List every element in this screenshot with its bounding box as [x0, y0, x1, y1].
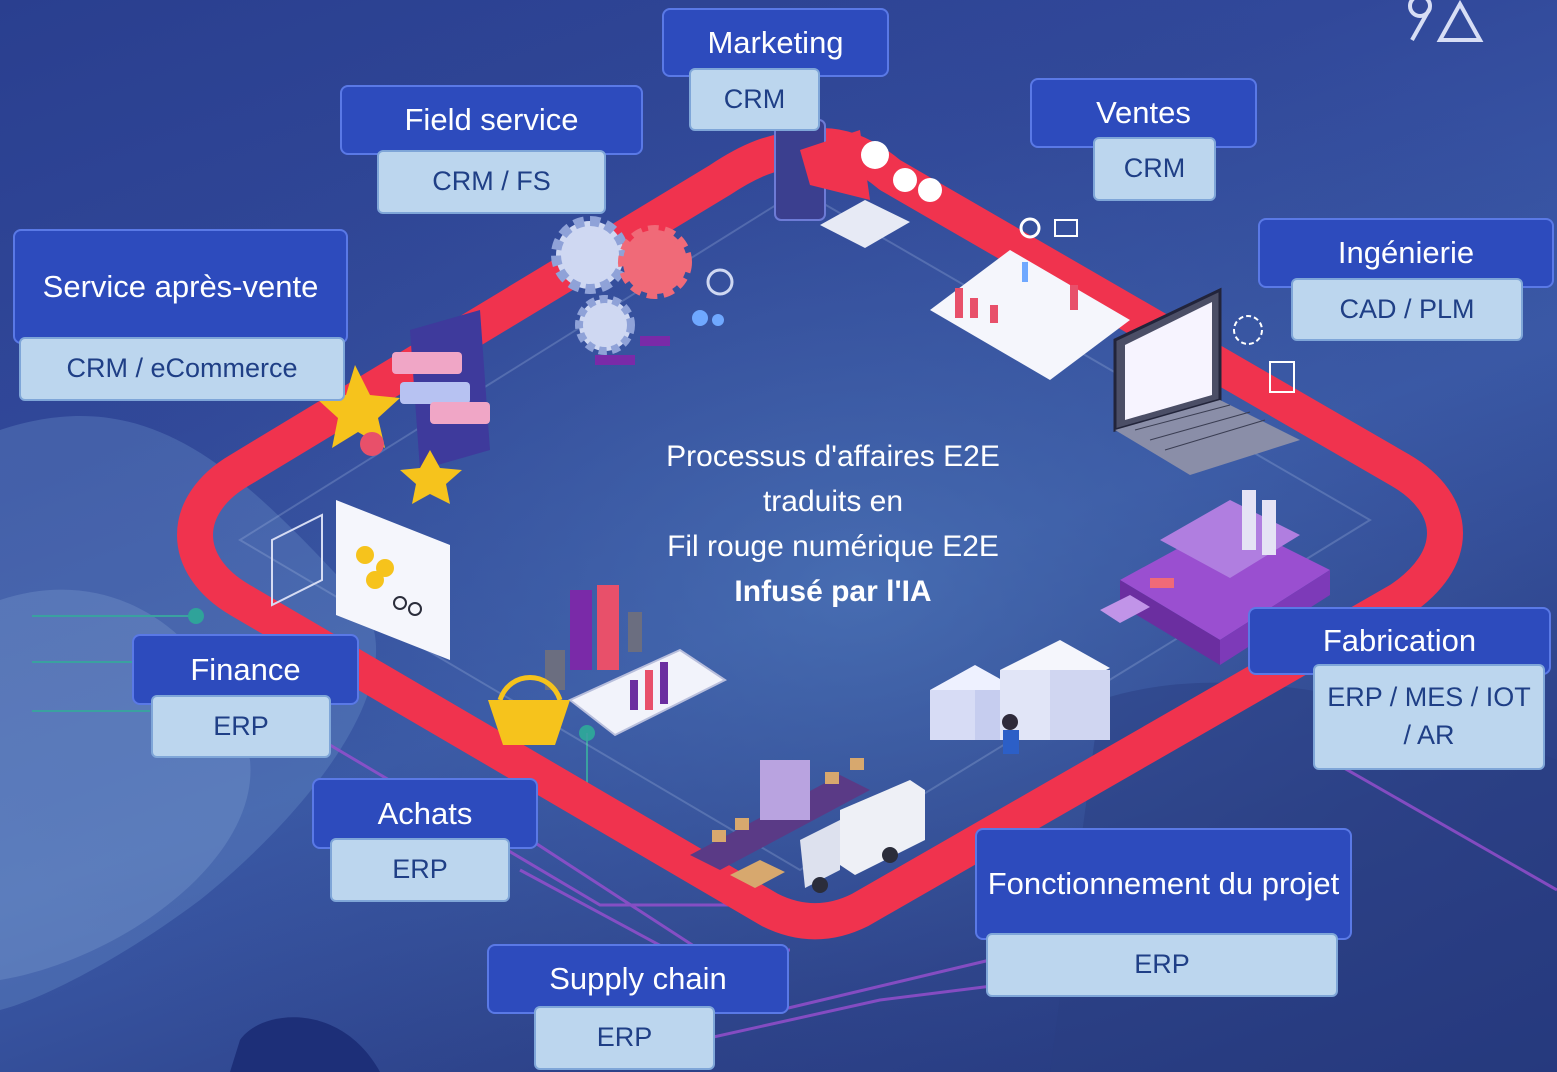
servers-icon	[930, 640, 1110, 754]
bar-chart-icon	[545, 585, 727, 737]
factory-icon	[1100, 490, 1330, 665]
card-system: CAD / PLM	[1291, 278, 1523, 341]
center-line-3: Fil rouge numérique E2E	[667, 530, 999, 563]
card-title: Fonctionnement du projet	[975, 828, 1352, 940]
center-line-4: Infusé par l'IA	[734, 575, 932, 608]
center-statement: Processus d'affaires E2E traduits en Fil…	[600, 434, 1066, 614]
logo-icon	[1408, 0, 1484, 42]
laptop-icon	[1113, 287, 1300, 475]
truck-icon	[800, 780, 925, 893]
center-line-1: Processus d'affaires E2E	[666, 440, 1000, 473]
card-title: Achats	[312, 778, 538, 849]
card-title: Service après-vente	[13, 229, 348, 344]
card-title: Marketing	[662, 8, 889, 77]
card-title: Finance	[132, 634, 359, 705]
card-system: ERP	[330, 838, 510, 902]
document-chart-icon	[930, 217, 1130, 380]
card-system: CRM / eCommerce	[19, 337, 345, 401]
conveyor-icon	[690, 758, 870, 888]
finance-board-icon	[271, 500, 450, 660]
basket-icon	[488, 675, 570, 745]
gears-icon	[551, 216, 734, 365]
card-title: Ventes	[1030, 78, 1257, 148]
card-system: CRM	[1093, 137, 1216, 201]
card-system: ERP	[986, 933, 1338, 997]
card-title: Fabrication	[1248, 607, 1551, 675]
megaphone-icon	[774, 119, 942, 248]
card-system: ERP / MES / IOT / AR	[1313, 664, 1545, 770]
card-system: ERP	[534, 1006, 715, 1070]
phone-review-icon	[316, 310, 490, 504]
card-title: Field service	[340, 85, 643, 155]
card-system: CRM	[689, 68, 820, 131]
card-system: ERP	[151, 695, 331, 758]
center-line-2: traduits en	[762, 485, 904, 518]
card-title: Supply chain	[487, 944, 789, 1014]
card-system: CRM / FS	[377, 150, 606, 214]
